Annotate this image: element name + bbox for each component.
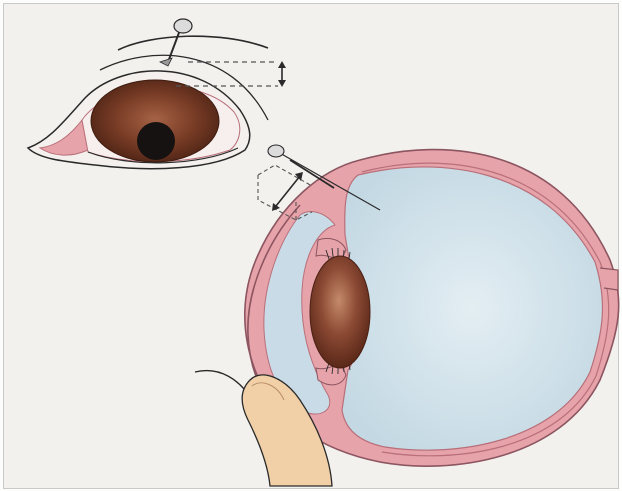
measure-arrowhead-up: [278, 61, 286, 68]
eyelid-crease-line: [118, 36, 268, 50]
tonometer-probe-icon: [160, 19, 192, 66]
lens: [310, 256, 370, 368]
front-pupil: [137, 122, 175, 160]
front-eye-view: [28, 19, 286, 169]
measure-arrowhead-down: [278, 80, 286, 87]
